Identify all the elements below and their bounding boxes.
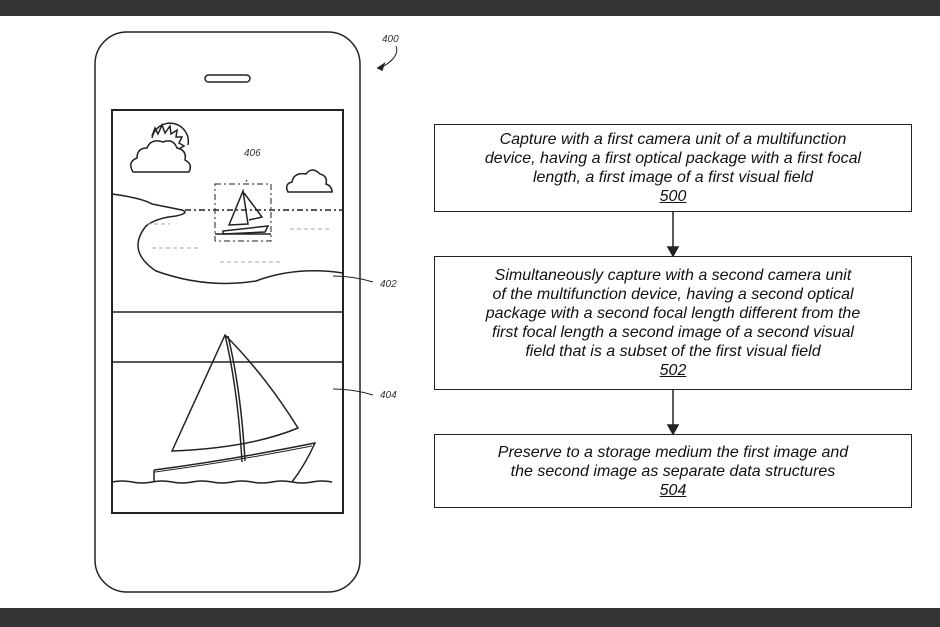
step-text: the second image as separate data struct… [510,462,836,480]
leader-402 [332,275,374,283]
step-text: first focal length a second image of a s… [492,324,854,341]
step-text: package with a second focal length diffe… [485,305,861,322]
cloud-icon [285,169,333,193]
ref-406: 406 [244,148,261,159]
ref-402: 402 [380,279,397,290]
water-dashes [147,223,330,263]
step-text: of the multifunction device, having a se… [492,286,854,303]
phone-outline [94,31,361,593]
water-line [111,480,333,484]
step-number: 504 [659,481,687,499]
step-text: Preserve to a storage medium the first i… [497,443,849,461]
leader-400 [383,45,398,67]
step-text: Simultaneously capture with a second cam… [494,267,852,284]
step-text: Capture with a first camera unit of a mu… [499,131,847,148]
step-504-box: Preserve to a storage medium the first i… [434,434,912,508]
arrowhead-400 [376,62,386,72]
step-text: device, having a first optical package w… [484,150,862,167]
top-bar [0,0,940,16]
leader-404 [332,388,374,396]
zoom-region-box [214,183,272,242]
small-sailboat-icon [215,188,271,235]
large-sailboat-icon [153,333,317,483]
sun-icon [151,122,190,150]
step-text: field that is a subset of the first visu… [525,343,821,360]
step-text: length, a first image of a first visual … [532,169,814,186]
shoreline [111,193,344,285]
flow-arrow [666,212,680,258]
speaker-slot [204,74,251,83]
step-500-box: Capture with a first camera unit of a mu… [434,124,912,212]
bottom-bar [0,608,940,627]
step-number: 500 [659,188,687,205]
ref-400: 400 [382,34,399,45]
step-number: 502 [659,362,687,379]
ref-404: 404 [380,390,397,401]
cloud-icon [130,140,192,173]
step-502-box: Simultaneously capture with a second cam… [434,256,912,390]
flow-arrow [666,390,680,436]
